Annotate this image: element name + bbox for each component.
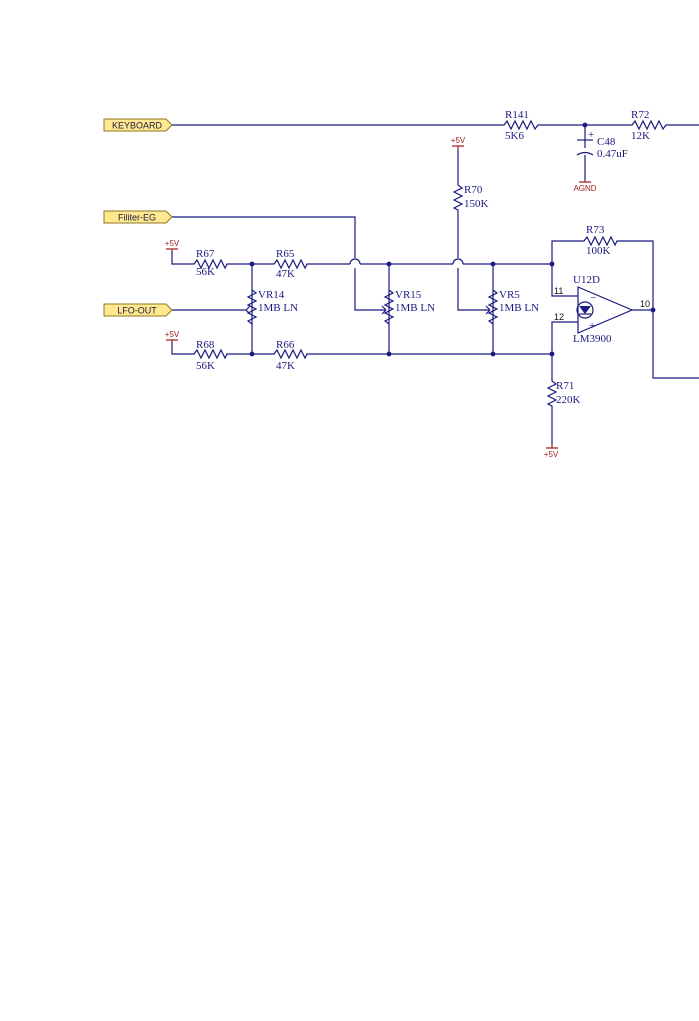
pin-output: 10: [640, 299, 650, 309]
c48-ref: C48: [597, 136, 616, 148]
wire-r73-right: [620, 240, 654, 310]
resistor-r73: R73 100K: [580, 224, 620, 257]
r67-ref: R67: [196, 248, 215, 260]
resistor-r67: R67 56K: [190, 248, 230, 278]
vr15-value: 1MB LN: [395, 302, 435, 314]
u12d-ref: U12D: [573, 274, 600, 286]
wire-filter-eg-2: [354, 268, 386, 311]
junction: [549, 261, 555, 267]
wire-output: [632, 309, 699, 379]
wire-r73-left: [551, 240, 580, 264]
junction: [386, 261, 392, 267]
wire-r67-top: [171, 251, 190, 265]
r72-value: 12K: [631, 130, 650, 142]
port-filter-eg-label: Filiter-EG: [118, 213, 156, 223]
c48-polarity: +: [588, 129, 594, 141]
resistor-r68: R68 56K: [190, 339, 230, 372]
ground-label: AGND: [573, 184, 596, 193]
vr15-ref: VR15: [395, 289, 422, 301]
ground-agnd: AGND: [573, 180, 597, 193]
power-label: +5V: [451, 136, 466, 145]
power-5v-r68: +5V: [165, 330, 180, 342]
hop-filter-eg: [349, 258, 361, 265]
port-keyboard: KEYBOARD: [103, 118, 173, 132]
opamp-minus: −: [590, 292, 596, 304]
resistor-r66: R66 47K: [270, 339, 310, 372]
wire-to-opamp-noninv: [551, 321, 578, 354]
potentiometer-vr15: VR15 1MB LN: [381, 289, 435, 325]
resistor-r65: R65 47K: [270, 248, 310, 280]
port-lfo-out: LFO-OUT: [103, 303, 173, 317]
junction: [490, 261, 496, 267]
hop-r70: [452, 258, 464, 265]
u12d-part: LM3900: [573, 333, 612, 345]
wire-to-opamp-inv: [551, 264, 578, 297]
junction: [490, 351, 496, 357]
r66-value: 47K: [276, 360, 295, 372]
power-label: +5V: [165, 239, 180, 248]
potentiometer-vr14: VR14 1MB LN: [245, 289, 298, 325]
junctions: [249, 122, 656, 357]
power-label: +5V: [165, 330, 180, 339]
power-5v-r70: +5V: [451, 136, 466, 150]
port-lfo-out-label: LFO-OUT: [117, 306, 157, 316]
r73-ref: R73: [586, 224, 605, 236]
wire-r70-vr5: [457, 268, 490, 311]
r65-value: 47K: [276, 268, 295, 280]
resistor-r141: R141 5K6: [500, 109, 542, 142]
power-label: +5V: [544, 450, 559, 459]
resistor-r72: R72 12K: [628, 109, 670, 142]
r67-value: 56K: [196, 266, 215, 278]
junction: [582, 122, 588, 128]
junction: [549, 351, 555, 357]
power-5v-r71: +5V: [544, 444, 559, 459]
resistor-r71: R71 220K: [546, 378, 581, 408]
potentiometer-vr5: VR5 1MB LN: [485, 289, 539, 325]
wire-crossings: [349, 258, 464, 265]
r141-ref: R141: [505, 109, 529, 121]
r68-ref: R68: [196, 339, 215, 351]
vr5-ref: VR5: [499, 289, 520, 301]
r70-ref: R70: [464, 184, 483, 196]
opamp-plus: +: [589, 320, 595, 332]
vr14-value: 1MB LN: [258, 302, 298, 314]
junction: [249, 351, 255, 357]
opamp-u12d: − + U12D LM3900 11 12 10: [554, 274, 650, 345]
junction: [249, 261, 255, 267]
port-filter-eg: Filiter-EG: [103, 210, 173, 224]
junction: [650, 307, 656, 313]
r65-ref: R65: [276, 248, 295, 260]
wires: [171, 124, 699, 444]
pin-noninverting: 12: [554, 312, 564, 322]
pin-inverting: 11: [554, 286, 563, 296]
r70-value: 150K: [464, 198, 489, 210]
r71-ref: R71: [556, 380, 574, 392]
c48-value: 0.47uF: [597, 148, 628, 160]
port-keyboard-label: KEYBOARD: [112, 121, 163, 131]
r66-ref: R66: [276, 339, 295, 351]
r68-value: 56K: [196, 360, 215, 372]
r71-value: 220K: [556, 394, 581, 406]
resistor-r70: R70 150K: [452, 182, 489, 212]
capacitor-c48: + C48 0.47uF: [576, 129, 628, 160]
r141-value: 5K6: [505, 130, 524, 142]
junction: [386, 351, 392, 357]
vr5-value: 1MB LN: [499, 302, 539, 314]
power-5v-r67: +5V: [165, 239, 180, 251]
r72-ref: R72: [631, 109, 649, 121]
r73-value: 100K: [586, 245, 611, 257]
wire-filter-eg: [172, 216, 356, 258]
wire-r68-top: [171, 342, 190, 355]
vr14-ref: VR14: [258, 289, 285, 301]
